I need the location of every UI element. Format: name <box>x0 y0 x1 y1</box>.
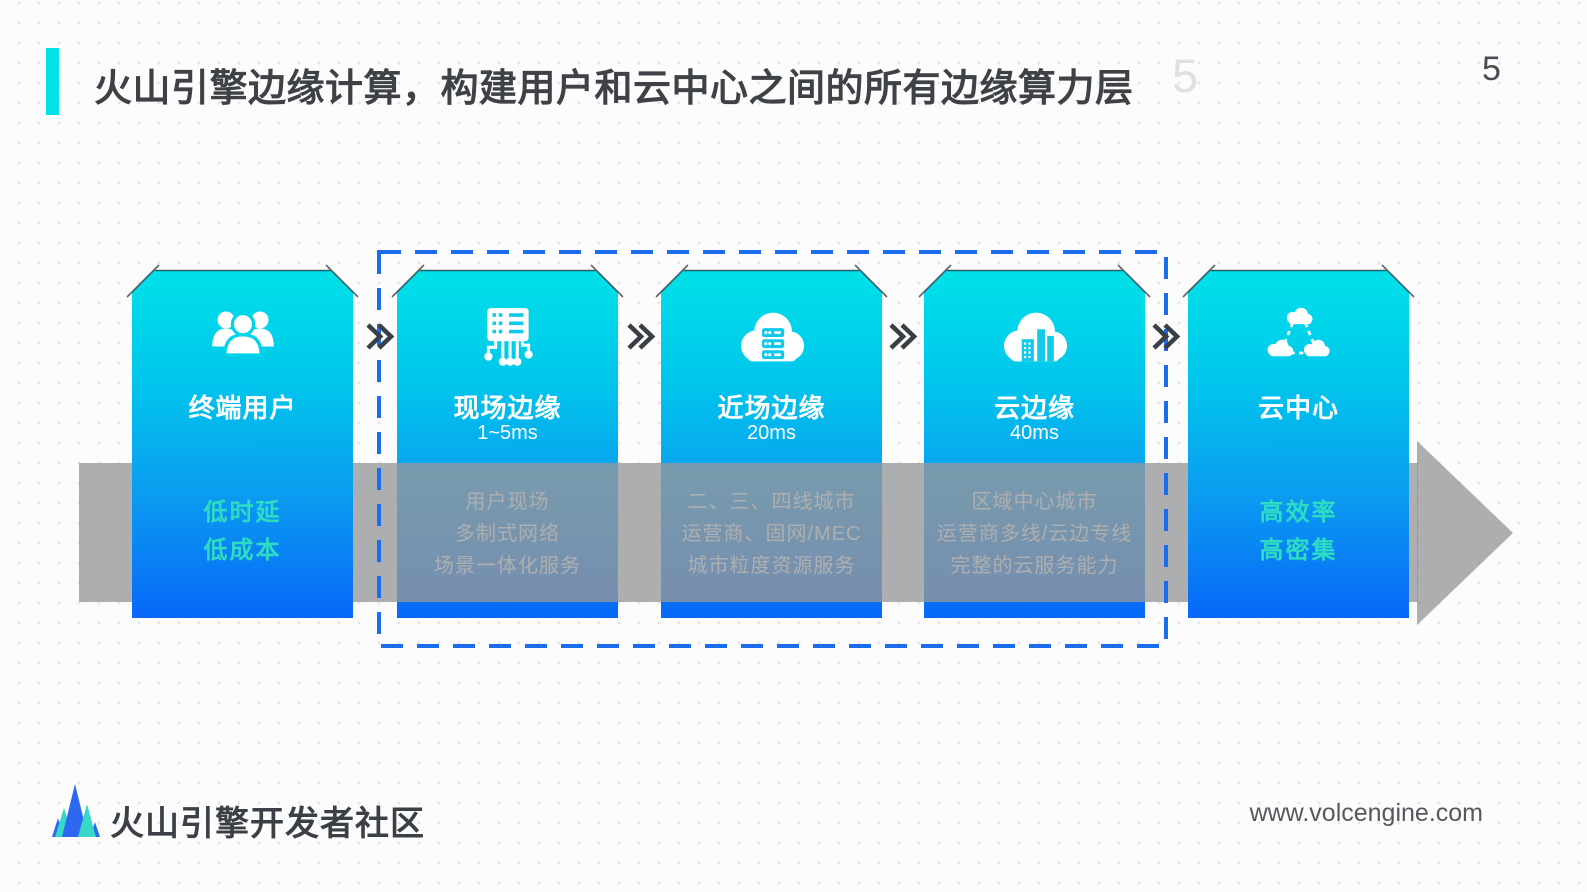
footer-brand-text: 火山引擎开发者社区 <box>110 805 425 843</box>
title-accent-bar <box>46 48 59 115</box>
server-network-icon <box>397 306 618 370</box>
flow-arrow-head <box>1417 441 1513 625</box>
chevron-right-icon <box>889 323 918 350</box>
chevron-right-icon <box>627 323 656 350</box>
card-terminal-users: 终端用户 低时延 低成本 <box>126 264 359 618</box>
cloud-server-icon <box>661 306 882 368</box>
card-highlights: 低时延 低成本 <box>132 494 353 570</box>
card-background <box>1188 270 1409 618</box>
users-icon <box>132 306 353 370</box>
card-label: 云边缘 <box>993 393 1075 423</box>
highlight-line: 高密集 <box>1259 537 1338 564</box>
card-latency: 20ms <box>747 422 796 444</box>
highlight-line: 低成本 <box>203 537 282 564</box>
card-highlights: 高效率 高密集 <box>1188 494 1409 570</box>
volcengine-logo <box>52 784 100 837</box>
cloud-city-icon <box>924 306 1145 368</box>
card-label: 终端用户 <box>188 393 297 423</box>
footer-url: www.volcengine.com <box>1249 799 1483 827</box>
card-label: 近场边缘 <box>717 393 826 423</box>
chevron-right-icon <box>1152 323 1181 350</box>
card-cloud-center: 云中心 高效率 高密集 <box>1182 264 1415 618</box>
chevron-right-icon <box>366 323 395 350</box>
page-number: 5 <box>1482 50 1501 88</box>
highlight-line: 高效率 <box>1259 499 1338 526</box>
card-label: 云中心 <box>1257 393 1339 423</box>
card-latency: 1~5ms <box>477 422 538 444</box>
watermark-number: 5 <box>1172 49 1199 102</box>
card-latency: 40ms <box>1010 422 1059 444</box>
page-title: 火山引擎边缘计算，构建用户和云中心之间的所有边缘算力层 <box>94 68 1134 110</box>
cloud-network-icon <box>1188 306 1409 368</box>
highlight-line: 低时延 <box>203 499 282 526</box>
card-label: 现场边缘 <box>453 393 562 423</box>
